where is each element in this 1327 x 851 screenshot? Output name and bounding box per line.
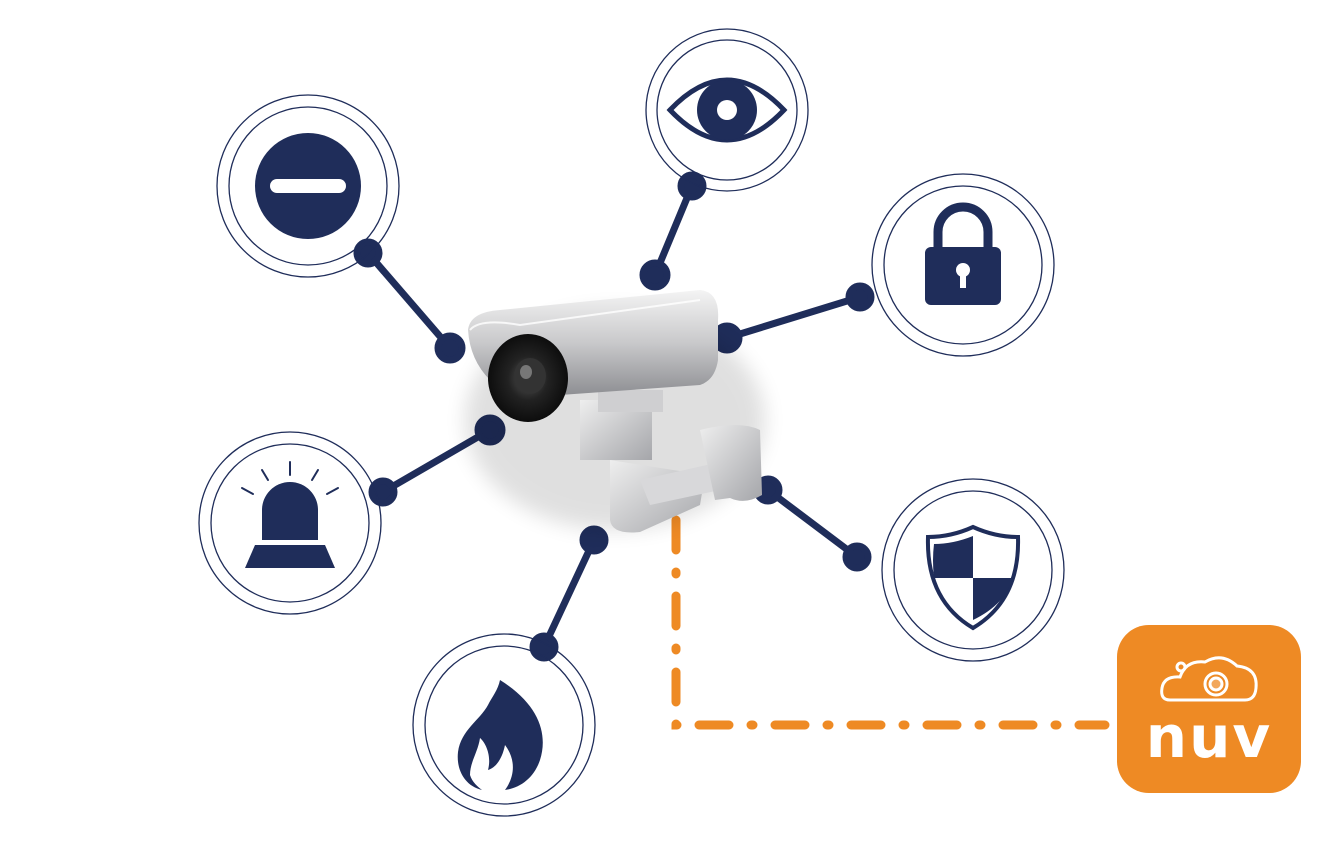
- alarm-siren-icon: [241, 461, 339, 568]
- cloud-link-line: [671, 515, 1110, 730]
- security-camera-icon: [465, 290, 765, 533]
- shield-icon: [925, 524, 1021, 631]
- connector-node: [579, 525, 609, 555]
- connector-lock: [725, 293, 862, 342]
- connector-node: [434, 332, 466, 364]
- connector-node: [842, 542, 872, 572]
- cloud-camera-icon: [1160, 656, 1258, 702]
- nuv-logo: nuv: [1117, 625, 1301, 793]
- connector-no-entry: [365, 250, 453, 351]
- connector-eye: [651, 184, 696, 277]
- connector-node: [845, 282, 875, 312]
- connector-node: [529, 632, 559, 662]
- fire-icon: [457, 680, 543, 790]
- connector-shield: [765, 487, 860, 560]
- no-entry-icon: [255, 133, 361, 239]
- connector-fire: [540, 538, 598, 649]
- eye-icon: [666, 77, 788, 143]
- logo-text: nuv: [1146, 703, 1272, 771]
- connector-node: [639, 259, 671, 291]
- feature-rings: [198, 28, 1065, 817]
- padlock-icon: [925, 202, 1001, 305]
